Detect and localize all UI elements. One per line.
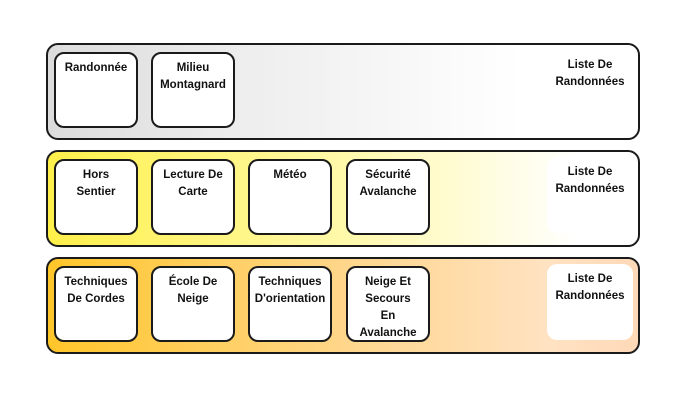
skill-card-techniques-de-cordes[interactable]: Techniques De Cordes [54,266,138,342]
tier-row-2: Hors Sentier Lecture De Carte Météo Sécu… [46,150,640,247]
tier-row-1: Randonnée Milieu Montagnard Liste De Ran… [46,43,640,140]
tier-row-3: Techniques De Cordes École De Neige Tech… [46,257,640,354]
hike-list-box[interactable]: Liste De Randonnées [547,264,633,340]
skill-card-securite-avalanche[interactable]: Sécurité Avalanche [346,159,430,235]
skill-card-neige-secours-avalanche[interactable]: Neige Et Secours En Avalanche [346,266,430,342]
skill-card-hors-sentier[interactable]: Hors Sentier [54,159,138,235]
skill-card-techniques-orientation[interactable]: Techniques D'orientation [248,266,332,342]
hike-list-box[interactable]: Liste De Randonnées [547,50,633,126]
hike-list-box[interactable]: Liste De Randonnées [547,157,633,233]
skill-card-meteo[interactable]: Météo [248,159,332,235]
skill-card-ecole-de-neige[interactable]: École De Neige [151,266,235,342]
skill-card-randonnee[interactable]: Randonnée [54,52,138,128]
skill-card-lecture-de-carte[interactable]: Lecture De Carte [151,159,235,235]
skill-card-milieu-montagnard[interactable]: Milieu Montagnard [151,52,235,128]
